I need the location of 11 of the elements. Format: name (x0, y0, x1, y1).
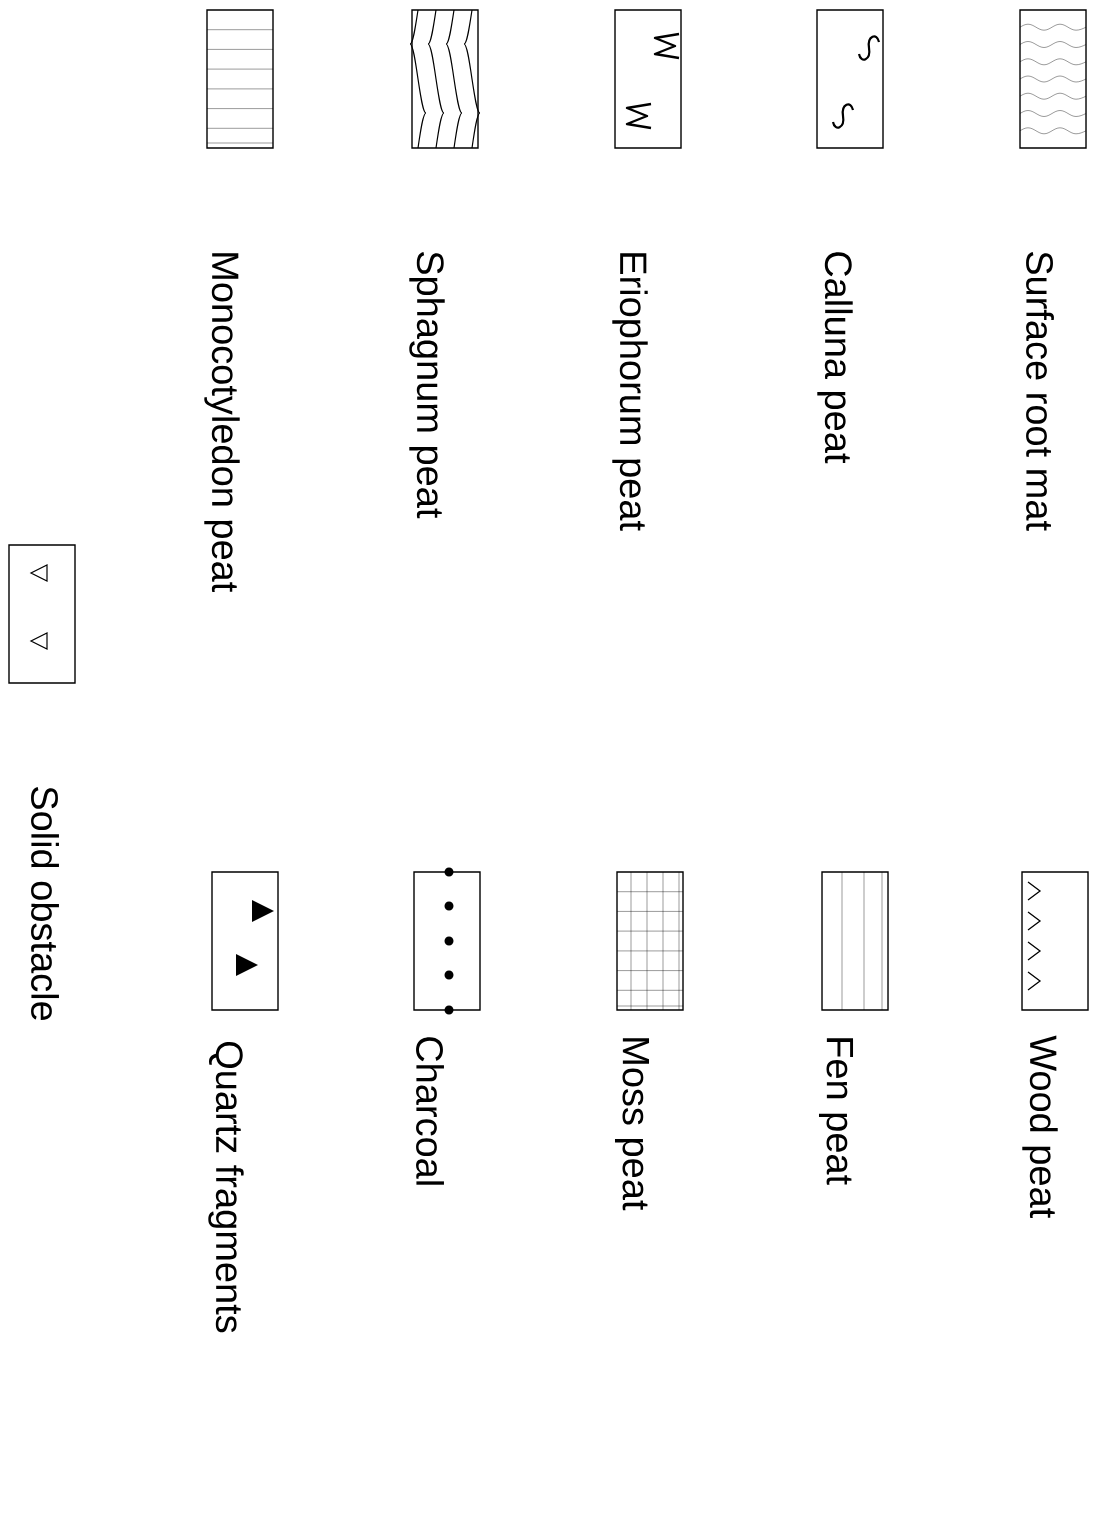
legend-label: Solid obstacle (31, 786, 59, 1021)
legend-label: Calluna peat (817, 252, 853, 464)
legend-label: Monocotyledon peat (204, 253, 240, 593)
legend-label: Surface root mat (1026, 251, 1054, 531)
legend-label: Sphagnum peat (409, 251, 445, 519)
legend-label: Eriophorum peat (612, 253, 648, 531)
legend-label: Wood peat (1022, 1035, 1058, 1218)
legend-label: Fen peat (819, 1038, 853, 1185)
legend-label: Quartz fragments (208, 1042, 244, 1333)
legend-label: Moss peat (615, 1038, 649, 1211)
legend-label: Charcoal (416, 1037, 444, 1185)
